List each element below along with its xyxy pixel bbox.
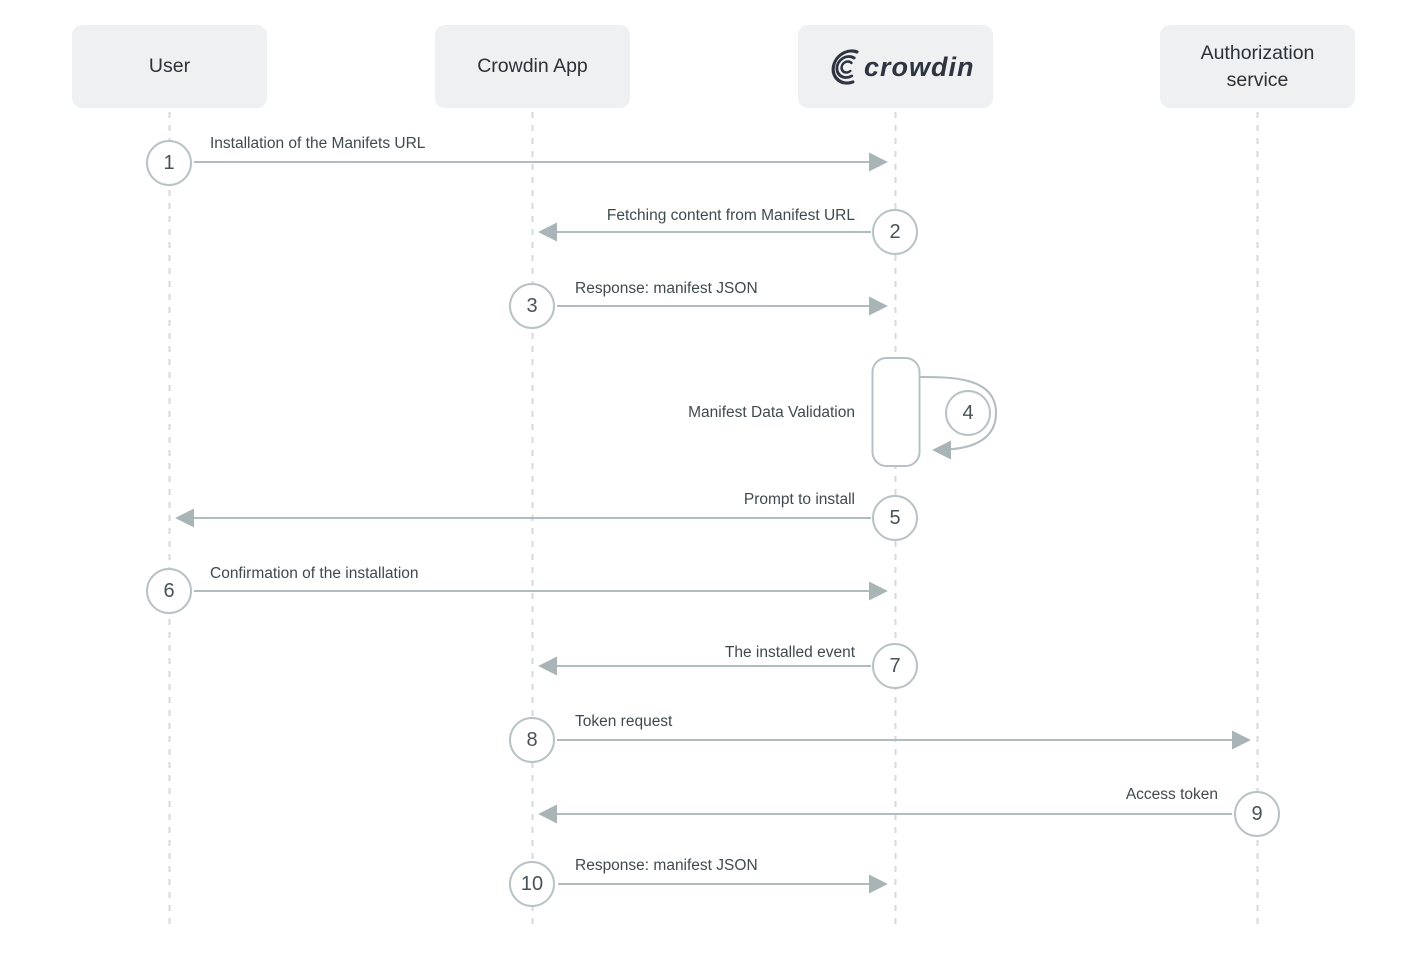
message-label-1: Installation of the Manifets URL <box>210 135 426 152</box>
step-number: 3 <box>526 294 538 317</box>
step-circle-4: 4 <box>945 390 991 436</box>
step-circle-6: 6 <box>146 568 192 614</box>
step-number: 10 <box>520 872 544 895</box>
step-number: 2 <box>889 220 901 243</box>
step-number: 4 <box>962 401 974 424</box>
step-circle-3: 3 <box>509 283 555 329</box>
step-circle-7: 7 <box>872 643 918 689</box>
actor-auth-service: Authorization service <box>1160 25 1355 108</box>
activation-bar <box>871 357 921 467</box>
actor-auth-service-label: Authorization service <box>1200 42 1315 91</box>
actor-user-label: User <box>148 55 191 78</box>
message-label-3: Response: manifest JSON <box>575 280 758 297</box>
message-label-10: Response: manifest JSON <box>575 857 758 874</box>
actor-crowdin: crowdin <box>798 25 993 108</box>
message-label-8: Token request <box>575 713 673 730</box>
step-number: 1 <box>163 151 175 174</box>
message-label-7: The installed event <box>724 644 855 661</box>
self-loop-arrow <box>919 376 998 460</box>
step-circle-5: 5 <box>872 495 918 541</box>
step-circle-1: 1 <box>146 140 192 186</box>
message-label-2: Fetching content from Manifest URL <box>606 207 855 224</box>
step-number: 5 <box>889 506 901 529</box>
step-number: 8 <box>526 728 538 751</box>
step-number: 6 <box>163 579 175 602</box>
crowdin-logo-text: crowdin <box>864 52 974 82</box>
step-circle-2: 2 <box>872 209 918 255</box>
step-number: 7 <box>889 654 901 677</box>
message-label-6: Confirmation of the installation <box>210 565 419 582</box>
actor-crowdin-app: Crowdin App <box>435 25 630 108</box>
message-label-4: Manifest Data Validation <box>688 404 855 421</box>
step-circle-9: 9 <box>1234 791 1280 837</box>
message-label-9: Access token <box>1125 786 1218 803</box>
actor-user: User <box>72 25 267 108</box>
crowdin-logo: crowdin <box>831 48 974 85</box>
step-circle-10: 10 <box>509 861 555 907</box>
step-number: 9 <box>1251 802 1263 825</box>
actor-crowdin-app-label: Crowdin App <box>477 55 588 78</box>
message-label-5: Prompt to install <box>743 491 855 508</box>
step-circle-8: 8 <box>509 717 555 763</box>
